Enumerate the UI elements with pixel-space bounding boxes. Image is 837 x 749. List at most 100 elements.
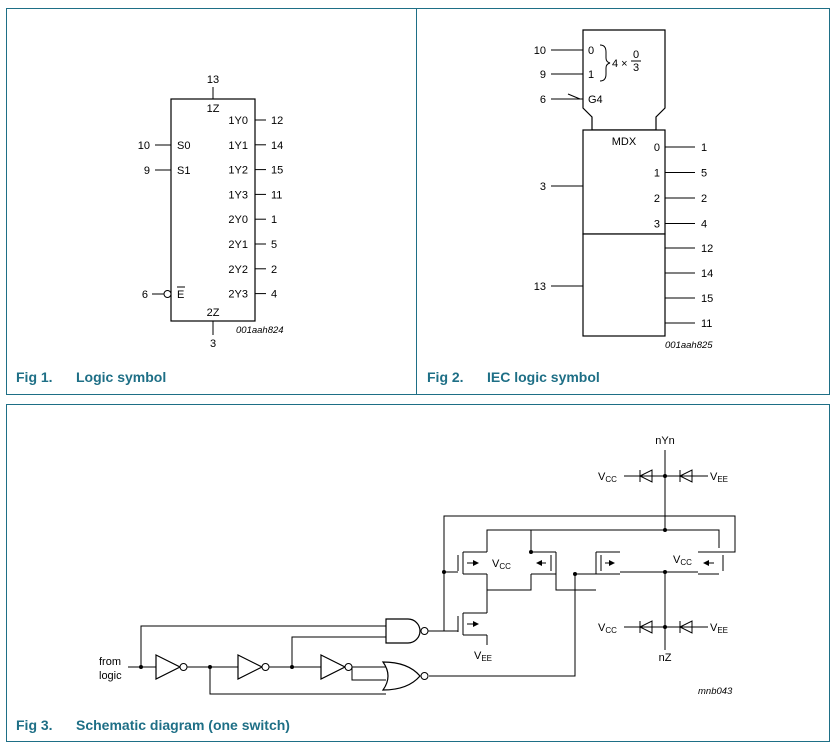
pin-6: 6 <box>142 289 148 301</box>
mdx-label: MDX <box>612 136 637 148</box>
figure-3-caption: Fig 3. Schematic diagram (one switch) <box>16 717 290 733</box>
figure-id: 001aah825 <box>665 340 713 351</box>
brace-text: 4 × <box>612 58 628 70</box>
pin-6: 6 <box>540 94 546 106</box>
output-pin: 4 <box>271 289 277 301</box>
pin-9: 9 <box>540 69 546 81</box>
vcc-label: VCC <box>492 558 511 571</box>
label-0: 0 <box>588 45 594 57</box>
active-low-indicator <box>567 93 581 100</box>
output-label: 2Y2 <box>228 264 248 276</box>
switch-transistor <box>698 551 724 575</box>
pin-10: 10 <box>534 45 546 57</box>
caption-number: Fig 3. <box>16 717 53 733</box>
output-label: 2Y0 <box>228 214 248 226</box>
node-nz: nZ <box>659 652 672 664</box>
output-pin: 1 <box>271 214 277 226</box>
vcc-label: VCC <box>673 554 692 567</box>
output-pin: 11 <box>701 318 712 330</box>
pull-down-transistor <box>431 590 488 645</box>
output-pin: 11 <box>271 189 282 201</box>
pin-3: 3 <box>540 181 546 193</box>
figure-3-panel <box>6 404 830 742</box>
protection-diode <box>638 620 653 634</box>
fraction-numerator: 0 <box>633 49 639 61</box>
mdx-index: 2 <box>654 193 660 205</box>
output-pin: 2 <box>701 193 707 205</box>
output-block <box>582 233 666 337</box>
input-label-logic: logic <box>99 670 122 682</box>
output-pin: 5 <box>701 168 707 180</box>
switch-transistor <box>444 548 488 590</box>
figure-1-caption: Fig 1. Logic symbol <box>16 369 166 385</box>
control-block <box>582 29 666 131</box>
output-label: 1Y1 <box>228 140 248 152</box>
mdx-block <box>582 129 666 235</box>
caption-number: Fig 1. <box>16 369 53 385</box>
inverter-gate <box>237 654 270 680</box>
label-s0: S0 <box>177 140 190 152</box>
caption-title: Logic symbol <box>76 369 167 385</box>
output-pin: 12 <box>701 243 713 255</box>
node-nyn: nYn <box>655 435 675 447</box>
output-pin: 15 <box>701 293 713 305</box>
pin-9: 9 <box>144 165 150 177</box>
output-pin: 2 <box>271 264 277 276</box>
caption-title: Schematic diagram (one switch) <box>76 717 290 733</box>
output-pin: 1 <box>701 142 707 154</box>
output-pin: 14 <box>701 268 713 280</box>
output-pin: 14 <box>271 140 283 152</box>
figure-2-panel <box>416 8 830 395</box>
protection-diode <box>638 469 653 483</box>
label-e-bar: E <box>177 289 184 301</box>
output-pin: 4 <box>701 219 707 231</box>
logic-block <box>170 98 256 322</box>
output-pin: 12 <box>271 115 283 127</box>
vcc-label: VCC <box>598 622 617 635</box>
protection-diode <box>678 620 693 634</box>
label-1z: 1Z <box>207 103 220 115</box>
input-label-from: from <box>99 656 121 668</box>
protection-diode <box>678 469 693 483</box>
output-label: 1Y2 <box>228 165 248 177</box>
brace <box>599 44 611 82</box>
figure-id: 001aah824 <box>236 325 284 336</box>
output-pins: 1Y0 12 1Y1 14 1Y2 15 1Y3 11 2Y0 1 2Y1 5 2Y2 2 2Y3 4 <box>228 115 283 301</box>
output-label: 1Y3 <box>228 189 248 201</box>
label-1: 1 <box>588 69 594 81</box>
vcc-label: VCC <box>598 471 617 484</box>
schematic: nYn nZ VCC VEE VCC VEE <box>99 435 736 697</box>
vee-label: VEE <box>710 471 728 484</box>
switch-transistor <box>595 551 620 575</box>
mdx-index: 3 <box>654 219 660 231</box>
inversion-bubble <box>163 290 172 298</box>
figure-2-caption: Fig 2. IEC logic symbol <box>427 369 600 385</box>
figure-id: mnb043 <box>698 686 733 697</box>
inverter-gate <box>320 654 353 680</box>
output-pin: 15 <box>271 165 283 177</box>
pin-13: 13 <box>207 74 219 86</box>
fraction-denominator: 3 <box>633 62 639 74</box>
label-s1: S1 <box>177 165 190 177</box>
nand-gate <box>385 618 429 644</box>
caption-title: IEC logic symbol <box>487 369 600 385</box>
output-label: 2Y3 <box>228 289 248 301</box>
pin-13: 13 <box>534 281 546 293</box>
nor-gate <box>381 661 429 691</box>
label-2z: 2Z <box>207 307 220 319</box>
vee-label: VEE <box>710 622 728 635</box>
pin-3: 3 <box>210 338 216 350</box>
output-label: 2Y1 <box>228 239 248 251</box>
output-pin: 5 <box>271 239 277 251</box>
mdx-index: 0 <box>654 142 660 154</box>
caption-number: Fig 2. <box>427 369 464 385</box>
vee-label: VEE <box>474 650 492 663</box>
inverter-gate <box>155 654 188 680</box>
output-label: 1Y0 <box>228 115 248 127</box>
switch-transistor <box>530 530 557 575</box>
pin-10: 10 <box>138 140 150 152</box>
